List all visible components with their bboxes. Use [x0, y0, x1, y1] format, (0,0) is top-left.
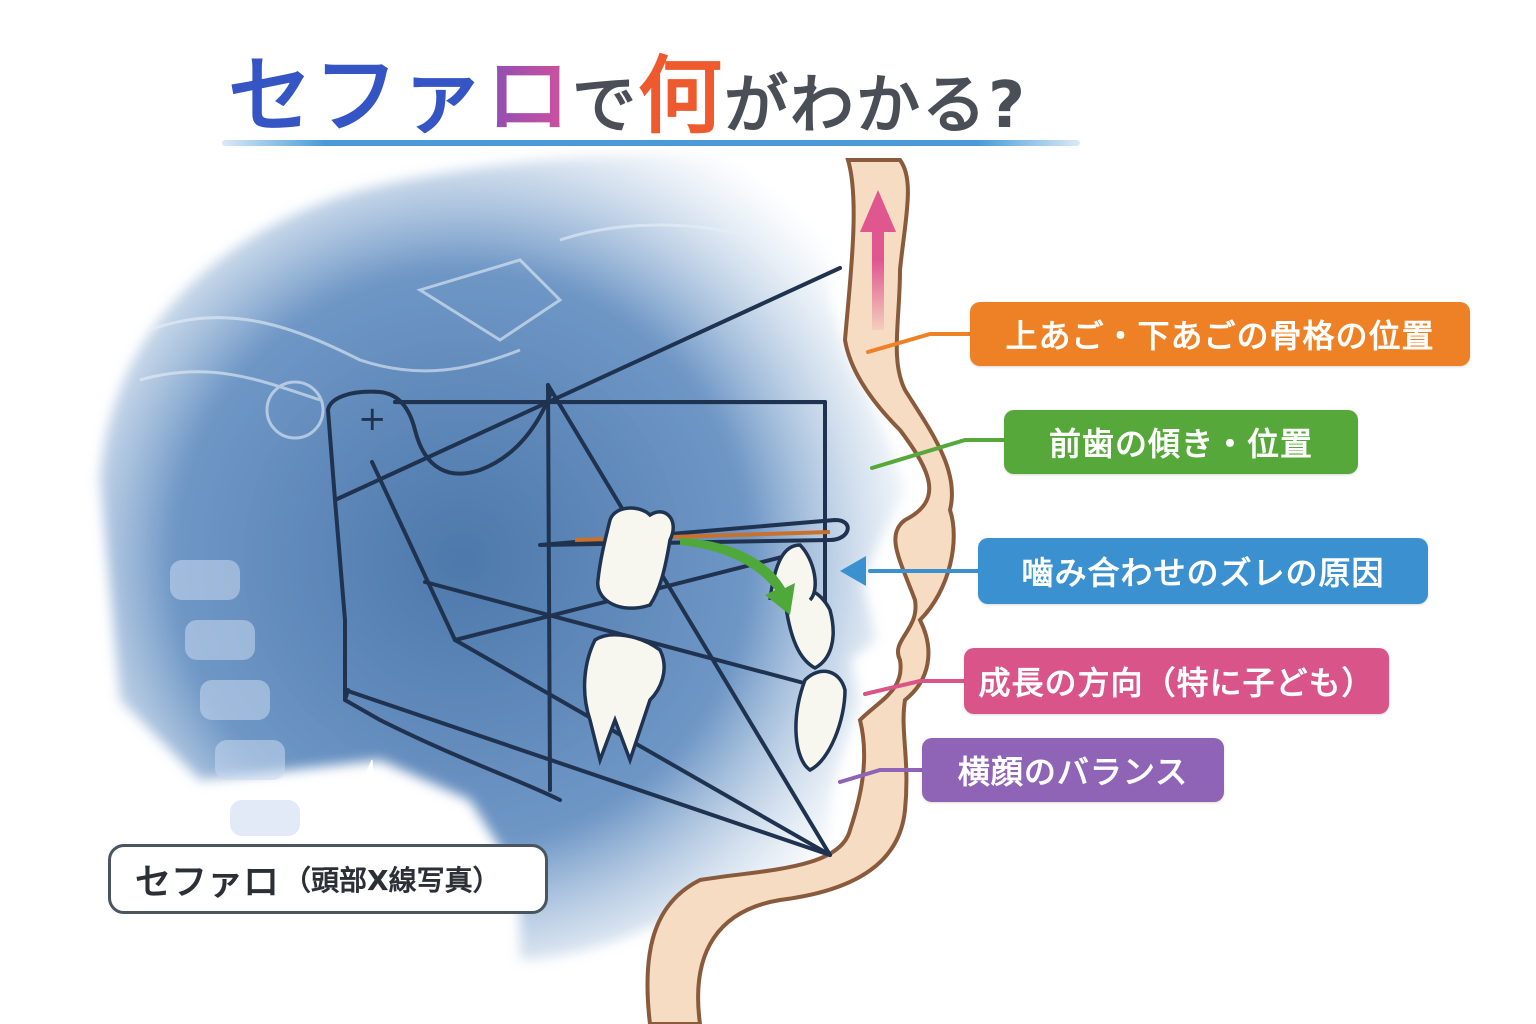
callout-profile-balance: 横顔のバランス [922, 738, 1224, 802]
cephalogram-label-main: セファロ [135, 862, 280, 903]
cephalogram-label: セファロ （頭部X線写真） [108, 844, 548, 914]
tooth-movement-arrow-icon [680, 538, 795, 615]
page-title: セファ ロ で 何 がわかる? [228, 38, 1027, 138]
landmark-plus-icon: + [358, 399, 387, 439]
teeth [582, 506, 847, 773]
title-part-1: セファ [228, 47, 487, 145]
title-part-5: がわかる? [724, 69, 1028, 143]
cervical-spine [170, 560, 300, 836]
callout-bite-misalignment-cause: 嚙み合わせのズレの原因 [978, 538, 1428, 604]
title-part-4: 何 [638, 47, 725, 145]
callout-jaw-skeleton-position: 上あご・下あごの骨格の位置 [970, 302, 1470, 366]
title-part-3: で [572, 69, 639, 143]
callout-front-teeth-angle: 前歯の傾き・位置 [1004, 410, 1358, 474]
xray-head [100, 155, 905, 961]
cephalogram-label-sub: （頭部X線写真） [283, 864, 501, 897]
title-underline [222, 140, 1080, 146]
title-part-2: ロ [486, 47, 573, 145]
face-profile [645, 158, 956, 1024]
growth-arrow-icon [860, 190, 896, 330]
bite-arrow-icon [840, 556, 866, 586]
callout-growth-direction: 成長の方向（特に子ども） [964, 648, 1389, 714]
